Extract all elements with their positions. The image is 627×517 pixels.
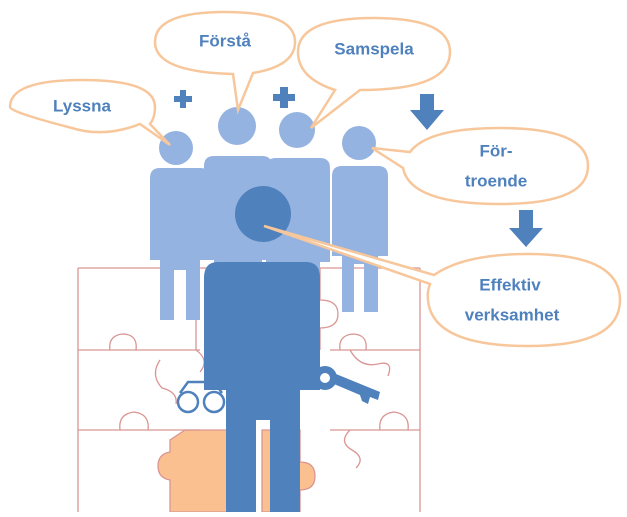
figure-body bbox=[332, 166, 388, 312]
plus-icon bbox=[174, 90, 192, 108]
puzzle-piece-accent bbox=[158, 430, 235, 512]
bubble-label-line2: verksamhet bbox=[465, 305, 560, 324]
figure-body bbox=[150, 168, 210, 320]
figure-head bbox=[218, 107, 256, 145]
figure-head bbox=[279, 112, 315, 148]
figure-head bbox=[342, 126, 376, 160]
key-icon bbox=[313, 366, 380, 404]
bubble-label: Förstå bbox=[199, 31, 252, 50]
bubble-label: Lyssna bbox=[53, 96, 112, 115]
bubble-label-line2: troende bbox=[465, 171, 527, 190]
bubble-label-line1: För- bbox=[479, 141, 512, 160]
bubble-label-line1: Effektiv bbox=[479, 275, 541, 294]
down-arrow-icon bbox=[509, 210, 543, 247]
down-arrow-icon bbox=[410, 94, 444, 130]
bubble-fortroende: För- troende bbox=[372, 128, 588, 204]
binoculars-icon bbox=[178, 382, 224, 412]
bubble-label: Samspela bbox=[334, 39, 414, 58]
figure-head bbox=[159, 131, 193, 165]
plus-icon bbox=[273, 87, 295, 108]
bubble-lyssna: Lyssna bbox=[10, 80, 170, 145]
